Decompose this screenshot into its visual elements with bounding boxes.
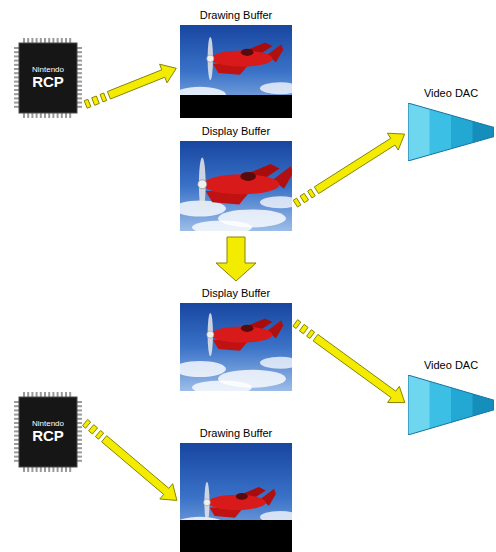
dac-shape	[408, 103, 494, 161]
chip-name: RCP	[32, 428, 64, 444]
arrow-part	[293, 320, 301, 329]
arrow-part	[299, 324, 308, 333]
data-flow-arrow	[293, 133, 404, 207]
video-dac: Video DAC	[408, 87, 494, 161]
buffer-label: Video DAC	[408, 87, 494, 100]
display-buffer: Display Buffer	[180, 125, 292, 231]
chip-brand: Nintendo	[32, 420, 64, 428]
chip-name: RCP	[32, 74, 64, 90]
arrow-part	[83, 420, 91, 429]
buffer-image	[180, 141, 292, 231]
video-dac: Video DAC	[408, 359, 494, 435]
arrow-part	[95, 431, 103, 440]
arrow-part	[100, 93, 107, 102]
swap-arrow	[216, 237, 256, 281]
arrow-part	[84, 99, 91, 108]
buffer-label: Display Buffer	[180, 287, 292, 300]
arrow-part	[107, 64, 176, 99]
data-flow-arrow	[84, 64, 176, 108]
display-buffer: Display Buffer	[180, 287, 292, 391]
data-flow-arrow	[293, 320, 405, 403]
arrow-part	[300, 193, 309, 202]
arrow-part	[308, 189, 316, 198]
buffer-frame	[180, 25, 292, 118]
drawing-buffer: Drawing Buffer	[180, 9, 292, 118]
buffer-label: Video DAC	[408, 359, 494, 372]
chip-label-group: NintendoRCP	[14, 38, 82, 118]
buffer-image	[180, 303, 292, 391]
arrow-part	[92, 96, 100, 105]
data-flow-arrow	[83, 420, 177, 501]
drawing-buffer: Drawing Buffer	[180, 427, 292, 552]
arrow-part	[307, 330, 315, 339]
rcp-chip: NintendoRCP	[14, 392, 82, 472]
arrow-part	[102, 436, 177, 501]
rcp-chip: NintendoRCP	[14, 38, 82, 118]
dac-symbol	[408, 103, 494, 161]
buffer-frame	[180, 141, 292, 231]
buffer-frame	[180, 443, 292, 552]
arrow-part	[313, 334, 405, 402]
arrow-part	[89, 425, 98, 434]
buffer-image	[180, 25, 292, 118]
buffer-label: Display Buffer	[180, 125, 292, 138]
chip-label-group: NintendoRCP	[14, 392, 82, 472]
dac-shape	[408, 375, 494, 435]
chip-brand: Nintendo	[32, 66, 64, 74]
buffer-label: Drawing Buffer	[180, 9, 292, 22]
dac-symbol	[408, 375, 494, 435]
buffer-image	[180, 443, 292, 552]
arrow-part	[216, 237, 256, 281]
buffer-frame	[180, 303, 292, 391]
arrow-part	[314, 133, 404, 193]
arrow-part	[293, 198, 301, 207]
buffer-label: Drawing Buffer	[180, 427, 292, 440]
